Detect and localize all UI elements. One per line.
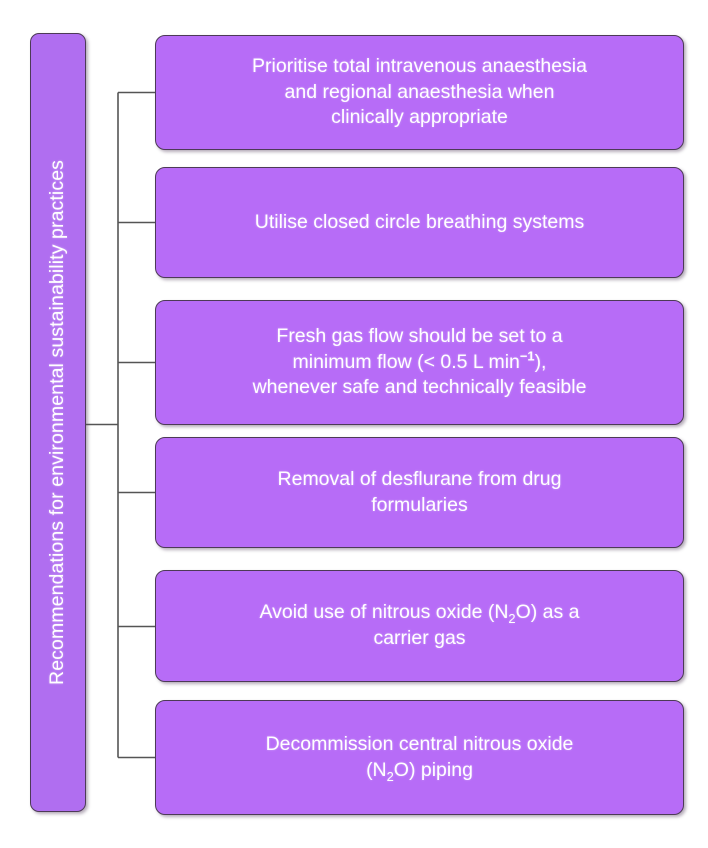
recommendation-item-6-text: Decommission central nitrous oxide(N2O) … (265, 732, 574, 784)
recommendation-item-2: Utilise closed circle breathing systems (155, 167, 684, 278)
recommendation-item-2-text: Utilise closed circle breathing systems (254, 210, 585, 233)
recommendation-item-1-text: Prioritise total intravenous anaesthesia… (252, 54, 587, 129)
category-label-box: Recommendations for environmental sustai… (30, 33, 86, 812)
recommendation-item-1: Prioritise total intravenous anaesthesia… (155, 35, 684, 150)
recommendation-item-6: Decommission central nitrous oxide(N2O) … (155, 700, 684, 815)
category-label-text: Recommendations for environmental sustai… (46, 160, 69, 685)
